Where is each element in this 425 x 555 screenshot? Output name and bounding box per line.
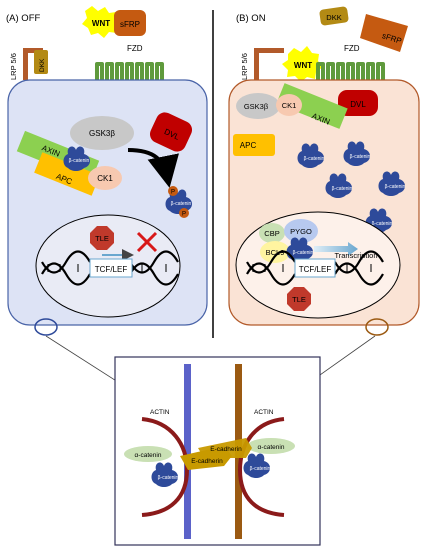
on-bcatenin-3: β-catenin	[325, 173, 353, 198]
inset-actin-label-left: ACTIN	[150, 409, 170, 416]
inset-ecadherin-right-shape	[198, 438, 252, 458]
on-transcription-label: Transcription	[334, 251, 377, 260]
on-cbp-shape	[259, 223, 285, 243]
on-tle-shape	[287, 287, 311, 311]
off-lrp-dkk: LRP 5/6 DKK	[9, 48, 48, 80]
off-dkk-shape	[34, 50, 48, 74]
on-wnt-shape	[282, 46, 323, 82]
inset-ecadherin-left-label: E-cadherin	[191, 458, 223, 465]
off-phospho-2	[179, 208, 189, 218]
off-tcf-label: TCF/LEF	[95, 265, 128, 274]
off-phospho-1-label: P	[171, 190, 175, 196]
on-sfrp-shape	[360, 14, 408, 52]
off-fzd-shape	[95, 62, 164, 84]
on-transcription-arrow	[314, 242, 358, 256]
on-pygo-label: PYGO	[290, 227, 312, 236]
off-bcatenin-phospho-label: β-catenin	[171, 201, 192, 207]
panel-off: (A) OFF WNT sFRP LRP 5/6 DKK FZD GSK3β	[6, 6, 208, 336]
inset-bcatenin-right: β-catenin	[243, 453, 271, 478]
panel-on: (B) ON DKK sFRP LRP 5/6 WNT FZD DVL AXIN…	[228, 6, 420, 336]
off-gsk3b-shape	[70, 116, 134, 150]
off-fzd-label: FZD	[127, 44, 143, 53]
on-ck1-label: CK1	[282, 101, 297, 110]
off-dna	[41, 250, 179, 286]
inset-bcatenin-left: β-catenin	[151, 462, 179, 487]
off-ck1-shape	[88, 166, 122, 190]
on-fzd-label: FZD	[344, 44, 360, 53]
off-bcatenin-complex-label: β-catenin	[69, 158, 90, 164]
on-tcf-label: TCF/LEF	[299, 265, 332, 274]
on-bcl9-shape	[260, 241, 290, 263]
on-cbp-label: CBP	[264, 229, 279, 238]
svg-text:β-catenin: β-catenin	[250, 466, 271, 472]
off-lrp-shape	[23, 48, 28, 80]
off-sfrp-label: sFRP	[120, 20, 140, 29]
off-wnt-sfrp: WNT sFRP	[82, 6, 146, 38]
on-bcatenin-1: β-catenin	[297, 143, 325, 168]
svg-text:β-catenin: β-catenin	[332, 186, 353, 192]
panel-on-title: (B) ON	[236, 13, 266, 24]
inset-acatenin-right-shape	[247, 438, 295, 454]
on-bcatenin-nuclear: β-catenin	[286, 237, 314, 262]
inset-actin-label-right: ACTIN	[254, 409, 274, 416]
off-blocked-x	[136, 231, 158, 253]
on-dkk-shape	[319, 6, 349, 26]
inset-actin-right	[237, 417, 285, 517]
adherens-junction-inset: ACTIN ACTIN α-catenin α-catenin β-cateni…	[114, 356, 321, 546]
off-tcf-box	[89, 258, 133, 278]
panel-off-title: (A) OFF	[6, 13, 40, 24]
off-tle-shape	[90, 226, 114, 250]
off-dvl-shape	[149, 112, 193, 152]
on-ck1-shape	[276, 94, 302, 116]
off-fzd: FZD	[95, 44, 164, 84]
off-gsk3b-label: GSK3β	[89, 129, 115, 138]
off-lrp-label: LRP 5/6	[9, 53, 18, 80]
svg-text:β-catenin: β-catenin	[350, 154, 371, 160]
off-dkk-label: DKK	[39, 58, 46, 72]
inset-membrane-left	[184, 364, 191, 539]
off-ck1-label: CK1	[97, 174, 113, 183]
on-pygo-shape	[284, 219, 318, 243]
svg-text:β-catenin: β-catenin	[158, 475, 179, 481]
off-tle-label: TLE	[95, 234, 109, 243]
on-dvl-shape	[338, 90, 378, 116]
off-wnt-label: WNT	[92, 19, 110, 28]
on-fzd-shape	[316, 62, 385, 84]
off-degradation-arrow	[127, 148, 179, 188]
svg-text:β-catenin: β-catenin	[304, 156, 325, 162]
on-gsk3b-shape	[236, 93, 280, 119]
on-dna	[246, 250, 384, 286]
on-lrp-shape	[254, 48, 259, 80]
on-lrp-label: LRP 5/6	[240, 53, 249, 80]
off-junction-marker	[34, 318, 58, 336]
on-bcatenin-2: β-catenin	[343, 141, 371, 166]
on-apc-label: APC	[240, 141, 257, 150]
inset-acatenin-right-label: α-catenin	[258, 444, 285, 451]
svg-text:β-catenin: β-catenin	[372, 221, 393, 227]
on-dkk-label: DKK	[326, 13, 341, 22]
svg-text:β-catenin: β-catenin	[293, 250, 314, 256]
inset-acatenin-left-shape	[124, 446, 172, 462]
on-bcatenin-4: β-catenin	[378, 171, 406, 196]
inset-actin-left	[141, 417, 190, 517]
on-gsk3b-label: GSK3β	[244, 102, 269, 111]
on-dvl-label: DVL	[350, 100, 366, 109]
on-bcl9-label: BCL9	[266, 248, 285, 257]
svg-text:β-catenin: β-catenin	[385, 184, 406, 190]
off-phospho-1	[168, 186, 178, 196]
off-phospho-2-label: P	[182, 212, 186, 218]
on-wnt-label: WNT	[294, 61, 312, 70]
on-junction-marker	[365, 318, 389, 336]
on-tcf-box	[294, 258, 336, 278]
off-sfrp-shape	[114, 10, 146, 36]
inset-ecadherin-right-label: E-cadherin	[210, 446, 242, 453]
off-wnt-shape	[82, 6, 122, 38]
inset-acatenin-left-label: α-catenin	[135, 452, 162, 459]
on-axin-shape	[276, 83, 348, 129]
on-bcatenin-5: β-catenin	[365, 208, 393, 233]
on-tle-label: TLE	[292, 295, 306, 304]
on-apc-shape	[233, 134, 275, 156]
off-apc-shape	[34, 152, 100, 196]
